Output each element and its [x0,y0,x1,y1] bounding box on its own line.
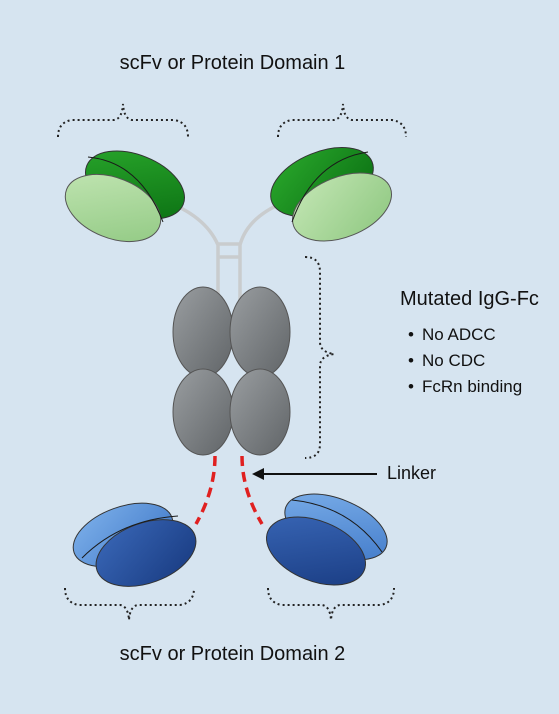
linker-arrow [252,468,377,480]
top-right-brace [277,103,407,138]
domain1-label: scFv or Protein Domain 1 [119,52,346,74]
domain1-right [270,147,393,242]
fc-property-item: •No ADCC [408,322,522,348]
fc-property-list: •No ADCC •No CDC •FcRn binding [408,322,522,400]
domain2-right [265,493,388,586]
bullet-icon: • [408,325,414,344]
bullet-icon: • [408,377,414,396]
linker-label: Linker [387,463,437,483]
bottom-right-brace [267,587,395,621]
fc-property-item: •FcRn binding [408,374,522,400]
fc-domains [172,286,291,456]
domain1-left [64,150,186,243]
domain2-label: scFv or Protein Domain 2 [119,643,346,665]
fc-brace [304,256,335,459]
hinge [161,198,291,300]
bullet-icon: • [408,351,414,370]
top-left-brace [57,103,189,138]
fc-property-item: •No CDC [408,348,522,374]
fc-title: Mutated IgG-Fc [400,288,539,310]
bottom-left-brace [64,587,195,621]
domain2-left [72,502,197,587]
linkers [194,455,264,525]
